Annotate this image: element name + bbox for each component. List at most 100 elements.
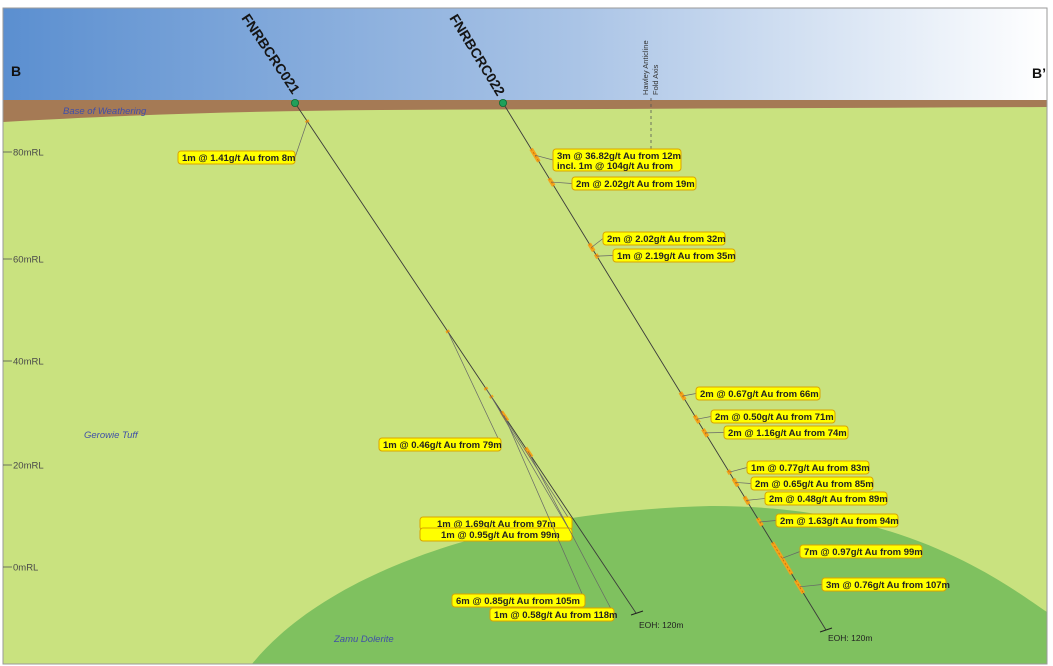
- leader-line: [781, 551, 801, 559]
- intercept-label-box: [746, 460, 870, 475]
- intercept-label-text: 1m @ 0.77g/t Au from 83m: [751, 463, 870, 474]
- intercept-label-text: 2m @ 0.67g/t Au from 66m: [700, 389, 819, 400]
- rl-label: 20mRL: [13, 461, 44, 472]
- intercept-label: 2m @ 0.48g/t Au from 89m: [764, 491, 888, 506]
- intercept-label-text: 1m @ 0.58g/t Au from 118m: [494, 610, 617, 621]
- leader-line: [294, 121, 308, 158]
- section-end-label: B’: [1032, 65, 1046, 81]
- rl-label: 80mRL: [13, 148, 44, 159]
- intercept-marker-hatch: [530, 148, 540, 162]
- intercept-label-box: [710, 409, 836, 424]
- intercept-label-box: [612, 248, 736, 263]
- fold-axis-label-line2: Fold Axis: [651, 64, 660, 95]
- hole-trace: [502, 102, 827, 631]
- leader-line: [447, 331, 502, 445]
- leader-line: [596, 255, 614, 257]
- eoh-tick: [819, 627, 833, 633]
- intercept-label-text: 1m @ 2.19g/t Au from 35m: [617, 251, 736, 262]
- intercept-label-text: 2m @ 0.50g/t Au from 71m: [715, 412, 834, 423]
- leader-line: [729, 467, 748, 473]
- intercept-marker-hatch: [548, 178, 555, 186]
- leader-line: [735, 482, 752, 484]
- intercept-label-text: 1m @ 0.46g/t Au from 79m: [383, 440, 502, 451]
- collar-marker: [290, 99, 299, 108]
- intercept-label-box: [821, 577, 947, 592]
- leader-line: [696, 416, 712, 420]
- intercept-label-text: 2m @ 0.65g/t Au from 85m: [755, 479, 874, 490]
- rl-label: 40mRL: [13, 357, 44, 368]
- intercept-label: 1m @ 1.41g/t Au from 8m: [177, 150, 296, 165]
- intercept-marker-hatch: [595, 254, 599, 259]
- intercept-label-box: [378, 437, 502, 452]
- intercept-label-text: incl. 1m @ 104g/t Au from: [557, 161, 673, 172]
- intercept-label: 1m @ 0.77g/t Au from 83m: [746, 460, 870, 475]
- eoh-tick: [630, 610, 644, 616]
- intercept-label-box: [750, 476, 874, 491]
- intercept-label-box: [799, 544, 923, 559]
- intercept-label: 2m @ 0.67g/t Au from 66m: [695, 386, 821, 401]
- unit-label-zamu-dolerite: Zamu Dolerite: [333, 634, 394, 645]
- intercept-label-box: [552, 148, 682, 172]
- intercept-label-box: [764, 491, 888, 506]
- sky-band: [3, 8, 1047, 104]
- collar-marker: [498, 99, 507, 108]
- intercept-label-box: [177, 150, 296, 165]
- weathering-layer: [3, 100, 1047, 122]
- intercept-labels: 1m @ 1.41g/t Au from 8m 1m @ 0.46g/t Au f…: [177, 121, 950, 622]
- intercept-label: 2m @ 1.63g/t Au from 94m: [775, 513, 899, 528]
- intercept-label-box: [451, 593, 586, 608]
- fold-axis-label-line1: Hawley Anticline: [641, 40, 650, 95]
- intercept-marker-hatch: [446, 330, 449, 333]
- rl-label: 60mRL: [13, 255, 44, 266]
- unit-label-gerowie-tuff: Gerowie Tuff: [84, 430, 139, 441]
- leader-line: [759, 520, 777, 523]
- intercept-label-text: 1m @ 1.41g/t Au from 8m: [182, 153, 295, 164]
- intercept-label-text: 1m @ 0.95g/t Au from 99m: [441, 530, 560, 541]
- intercept-label-box: [723, 425, 849, 440]
- intercept-label-box: [775, 513, 899, 528]
- hole-trace: [294, 102, 637, 614]
- intercept-label: 2m @ 2.02g/t Au from 32m: [602, 231, 726, 246]
- intercept-label: 2m @ 1.16g/t Au from 74m: [723, 425, 849, 440]
- intercept-label-text: 3m @ 36.82g/t Au from 12m: [557, 151, 681, 162]
- leader-line: [534, 154, 554, 161]
- intercept-marker-hatch: [795, 580, 804, 594]
- intercept-label-text: 3m @ 0.76g/t Au from 107m: [826, 580, 950, 591]
- leader-line: [591, 238, 604, 248]
- leader-line: [551, 181, 573, 184]
- intercept-marker-hatch: [727, 470, 731, 475]
- intercept-label: 2m @ 0.65g/t Au from 85m: [750, 476, 874, 491]
- rl-scale: 80mRL 60mRL 40mRL 20mRL 0mRL: [3, 148, 44, 574]
- rl-label: 0mRL: [13, 563, 38, 574]
- section-start-label: B: [11, 63, 21, 79]
- intercept-label: 3m @ 0.76g/t Au from 107m: [821, 577, 950, 592]
- leader-line: [491, 396, 573, 535]
- intercept-label: 1m @ 0.46g/t Au from 79m: [378, 437, 502, 452]
- intercept-label-text: 1m @ 1.69g/t Au from 97m: [437, 519, 556, 530]
- intercept-label-text: 2m @ 1.16g/t Au from 74m: [728, 428, 847, 439]
- intercept-label-text: 2m @ 2.02g/t Au from 19m: [576, 179, 695, 190]
- intercept-label-text: 7m @ 0.97g/t Au from 99m: [804, 547, 923, 558]
- intercept-label: 1m @ 0.95g/t Au from 99m: [419, 527, 573, 542]
- intercept-label: 6m @ 0.85g/t Au from 105m: [451, 593, 586, 608]
- intercept-label-text: 2m @ 2.02g/t Au from 32m: [607, 234, 726, 245]
- leader-line: [799, 584, 823, 588]
- figure-frame: [2, 7, 1048, 665]
- intercept-label: 2m @ 2.02g/t Au from 19m: [571, 176, 697, 191]
- leader-line: [682, 393, 697, 397]
- leader-line: [485, 388, 573, 524]
- intercept-label-box: [602, 231, 726, 246]
- intercept-label: 1m @ 2.19g/t Au from 35m: [612, 248, 736, 263]
- intercept-label: 1m @ 0.58g/t Au from 118m: [489, 607, 617, 622]
- intercept-label-box: [695, 386, 821, 401]
- eoh-label: EOH: 120m: [639, 620, 683, 630]
- intercept-label: 7m @ 0.97g/t Au from 99m: [799, 544, 923, 559]
- unit-label-weathering: Base of Weathering: [63, 106, 147, 117]
- leader-line: [504, 415, 586, 601]
- intercept-marker-hatch: [525, 447, 532, 458]
- intercept-label-box: [489, 607, 615, 622]
- intercept-marker-hatch: [484, 387, 487, 390]
